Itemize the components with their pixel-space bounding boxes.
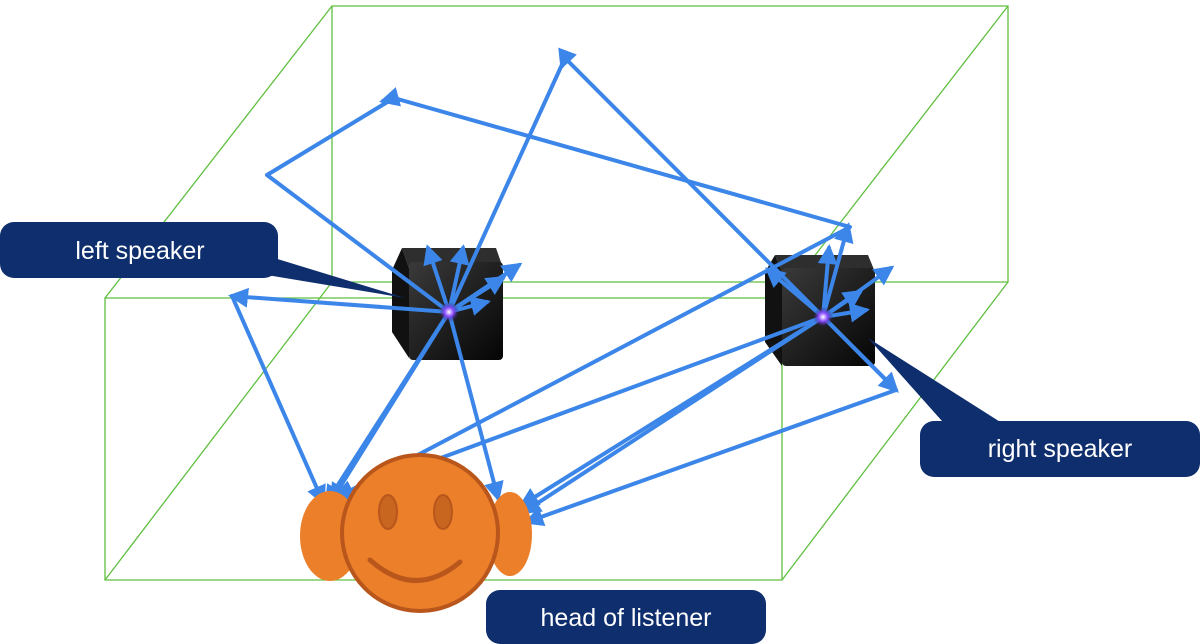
ray-left-arrow-side [228,287,250,308]
head-of-listener-label: head of listener [541,604,712,632]
sound-rays [228,47,899,527]
ray-left-right [447,275,507,314]
room-back-face [331,5,1009,283]
ray-right-up-a [821,222,854,319]
ray-left-direct-b [329,310,451,504]
right-speaker-label: right speaker [988,435,1133,463]
ray-left-upleft [423,244,451,314]
smiley-head-icon [300,453,532,613]
right-speaker-callout: right speaker [868,338,1200,477]
ray-right-direct-c [520,315,825,515]
ray-left-reflection-2 [447,56,898,527]
room-edge-top-right [781,5,1009,299]
ray-right-up-b [817,244,838,319]
room-edge-bottom-left [104,281,333,581]
room-edge-bottom-right [781,281,1009,581]
ray-right-downright [821,315,899,393]
right-ear [488,492,532,576]
left-speaker-callout: left speaker [0,222,405,298]
ray-left-arrow-top [558,47,577,70]
ray-left-direct-c [447,310,504,502]
ray-left-up [447,244,470,314]
listener-head [300,453,532,613]
right-speaker-callout-box [920,421,1200,477]
left-speaker-source [439,302,459,322]
head-of-listener-callout: head of listener [486,590,766,644]
ray-left-arrow-up [379,87,402,107]
room-wireframe [104,5,1009,581]
right-speaker-callout-pointer [868,338,1005,430]
mouth [367,557,463,583]
left-eye [378,494,398,530]
ray-right-upleft [764,267,825,319]
right-speaker-source [813,307,833,327]
face [340,453,500,613]
left-speaker-callout-box [0,222,278,278]
right-eye [433,494,453,530]
head-of-listener-callout-box [486,590,766,644]
left-speaker-label: left speaker [75,237,204,265]
